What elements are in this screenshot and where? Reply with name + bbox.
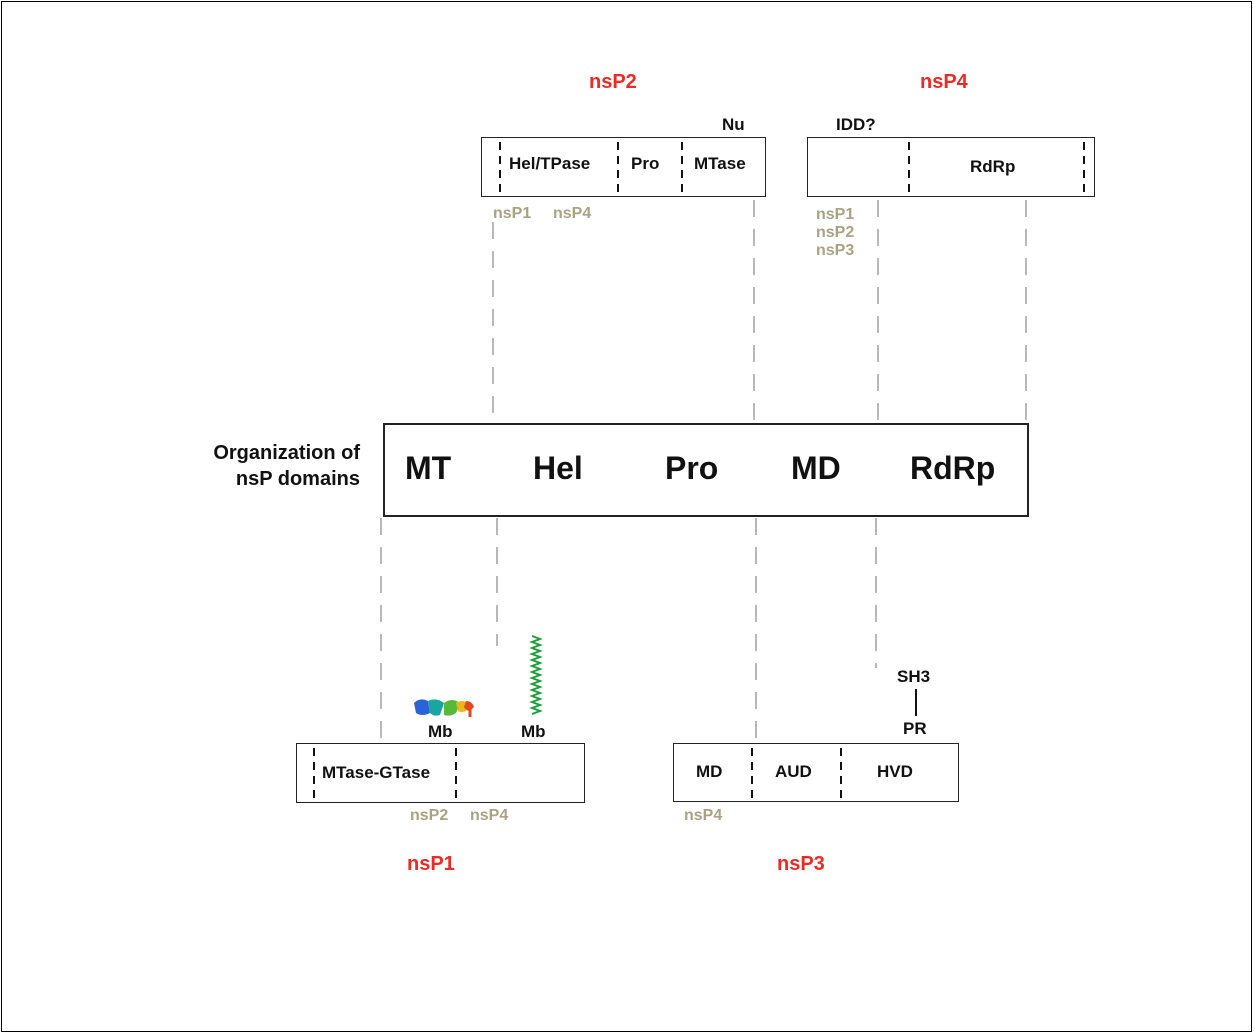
nsP3-domain-hvd: HVD xyxy=(877,762,913,781)
overview-domain-box xyxy=(383,423,1029,517)
nsP2-domain-box xyxy=(481,137,766,197)
nsP4-partner-nsP3: nsP3 xyxy=(816,242,855,259)
overview-domain-rdrp: RdRp xyxy=(910,450,996,486)
nsP2-domain-pro: Pro xyxy=(631,154,660,173)
nsP1-domain-box xyxy=(296,743,585,803)
nsP2-partner-nsP1: nsP1 xyxy=(493,205,532,222)
nsP3-domain-aud: AUD xyxy=(775,762,812,781)
nsP2-partner-nsP4: nsP4 xyxy=(553,205,592,222)
nsP3-domain-box xyxy=(673,743,959,802)
overview-domain-md: MD xyxy=(791,450,841,486)
nsP2-nu-label: Nu xyxy=(722,115,745,134)
helix-ribbon-icon xyxy=(414,699,474,717)
nsP1-partner-nsP4: nsP4 xyxy=(470,807,509,824)
amphipathic-helix-icon xyxy=(529,635,543,715)
nsP1-membrane-label-1: Mb xyxy=(428,722,453,741)
nsP2-title: nsP2 xyxy=(589,71,637,93)
nsP4-idd-label: IDD? xyxy=(836,115,876,134)
overview-domain-mt: MT xyxy=(405,450,452,486)
nsP1-partner-nsP2: nsP2 xyxy=(410,807,449,824)
nsP2-domain-mtase: MTase xyxy=(694,154,746,173)
nsP4-partner-nsP2: nsP2 xyxy=(816,224,855,241)
overview-title: Organization of nsP domains xyxy=(160,440,360,492)
nsP4-domain-box xyxy=(807,137,1095,197)
overview-title-line1: Organization of xyxy=(213,442,360,464)
nsP3-pr-label: PR xyxy=(903,719,927,738)
nsP1-domain-mtase-gtase: MTase-GTase xyxy=(322,763,431,782)
overview-title-line2: nsP domains xyxy=(235,468,360,490)
nsP1-title: nsP1 xyxy=(407,853,455,875)
overview-domain-pro: Pro xyxy=(665,450,719,486)
nsP3-title: nsP3 xyxy=(777,853,825,875)
nsP4-domain-rdrp: RdRp xyxy=(970,157,1016,176)
nsP3-domain-md: MD xyxy=(696,762,723,781)
nsP4-title: nsP4 xyxy=(920,71,968,93)
nsP4-partner-nsP1: nsP1 xyxy=(816,206,855,223)
nsP1-membrane-label-2: Mb xyxy=(521,722,546,741)
nsP2-domain-hel-tpase: Hel/TPase xyxy=(509,154,591,173)
nsP3-partner-nsP4: nsP4 xyxy=(684,807,723,824)
nsP3-sh3-label: SH3 xyxy=(897,667,931,686)
overview-domain-hel: Hel xyxy=(533,450,583,486)
